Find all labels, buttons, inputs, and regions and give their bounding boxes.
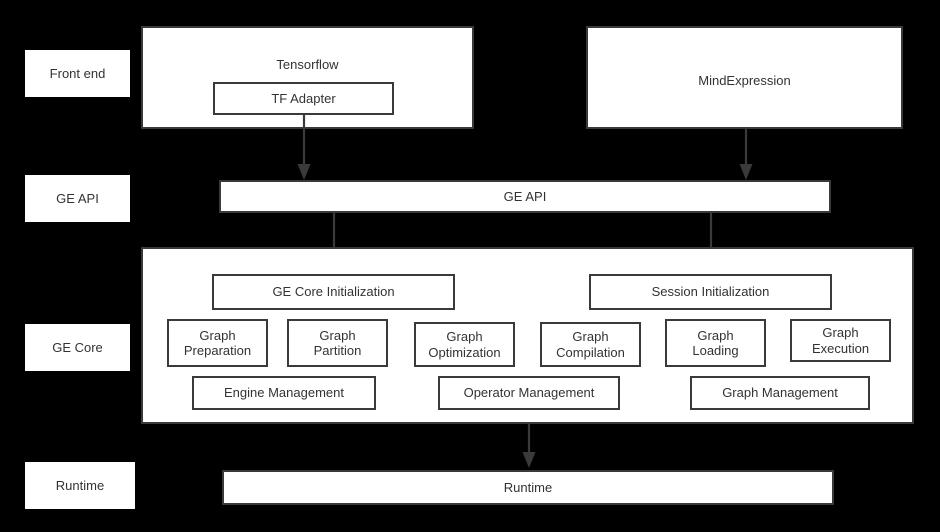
ge-api-bar[interactable]: GE API xyxy=(219,180,831,213)
management-graph[interactable]: Graph Management xyxy=(690,376,870,410)
layer-label-runtime-text: Runtime xyxy=(55,477,105,493)
runtime-bar[interactable]: Runtime xyxy=(222,470,834,505)
connector-tfadapter-to-geapi xyxy=(290,114,318,182)
module-graph-loading-line1: Graph xyxy=(697,327,734,343)
tf-adapter-box[interactable]: TF Adapter xyxy=(213,82,394,115)
module-graph-preparation-line1: Graph xyxy=(199,327,236,343)
ge-api-bar-label: GE API xyxy=(503,188,547,204)
runtime-bar-label: Runtime xyxy=(503,479,553,495)
management-graph-label: Graph Management xyxy=(722,385,838,401)
layer-label-ge-api-text: GE API xyxy=(56,190,99,206)
module-graph-loading-line2: Loading xyxy=(692,343,739,358)
module-graph-optimization[interactable]: Graph Optimization xyxy=(414,322,515,367)
module-graph-compilation-line2: Compilation xyxy=(556,344,625,360)
module-graph-preparation[interactable]: Graph Preparation xyxy=(167,319,268,367)
module-graph-partition-line1: Graph xyxy=(319,327,356,343)
module-graph-execution-line2: Execution xyxy=(811,340,870,356)
connector-gecore-to-runtime xyxy=(515,424,543,470)
layer-label-ge-core-text: GE Core xyxy=(52,339,103,355)
module-graph-optimization-line1: Graph xyxy=(446,329,483,345)
layer-label-runtime: Runtime xyxy=(25,462,135,509)
management-operator[interactable]: Operator Management xyxy=(438,376,620,410)
module-graph-partition-line2: Partition xyxy=(313,343,362,358)
module-graph-execution-line1: Graph xyxy=(822,325,859,341)
module-graph-preparation-line2: Preparation xyxy=(183,343,252,358)
layer-label-ge-core: GE Core xyxy=(25,324,130,371)
tensorflow-title: Tensorflow xyxy=(276,57,339,72)
connector-mindexpression-to-geapi xyxy=(732,128,760,182)
module-graph-execution[interactable]: Graph Execution xyxy=(790,319,891,362)
module-graph-loading[interactable]: Graph Loading xyxy=(665,319,766,367)
module-graph-optimization-line2: Optimization xyxy=(428,344,501,360)
module-graph-compilation-line1: Graph xyxy=(572,329,609,345)
mindexpression-container[interactable]: MindExpression xyxy=(586,26,903,129)
session-initialization-label: Session Initialization xyxy=(651,284,770,300)
ge-core-initialization-label: GE Core Initialization xyxy=(272,284,395,300)
layer-label-ge-api: GE API xyxy=(25,175,130,222)
management-engine-label: Engine Management xyxy=(224,385,344,401)
ge-core-initialization-box[interactable]: GE Core Initialization xyxy=(212,274,455,310)
mindexpression-title: MindExpression xyxy=(698,73,791,88)
layer-label-front-end: Front end xyxy=(25,50,130,97)
module-graph-partition[interactable]: Graph Partition xyxy=(287,319,388,367)
layer-label-front-end-text: Front end xyxy=(49,65,106,81)
management-engine[interactable]: Engine Management xyxy=(192,376,376,410)
module-graph-compilation[interactable]: Graph Compilation xyxy=(540,322,641,367)
management-operator-label: Operator Management xyxy=(463,385,595,401)
session-initialization-box[interactable]: Session Initialization xyxy=(589,274,832,310)
tf-adapter-label: TF Adapter xyxy=(271,90,336,106)
